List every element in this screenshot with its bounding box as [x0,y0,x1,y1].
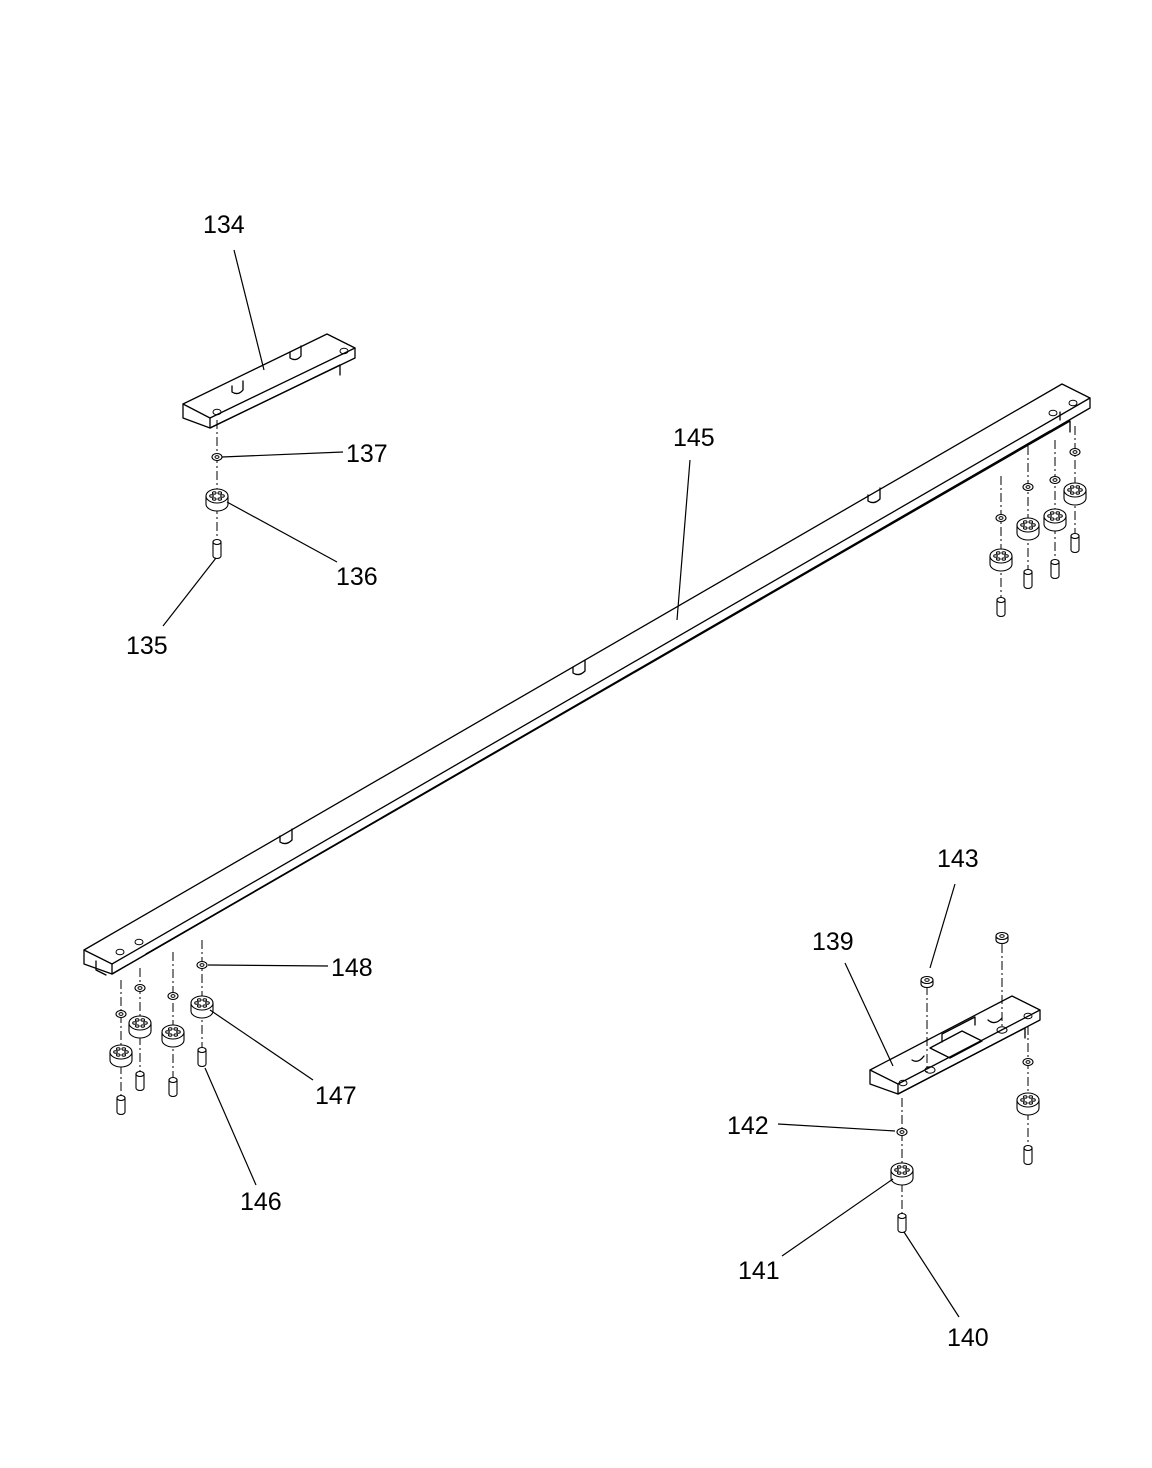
knob [989,548,1013,572]
washer [1022,482,1034,492]
callout-136: 136 [336,563,378,591]
knob [109,1044,133,1068]
knob [161,1024,185,1048]
pin [135,1070,145,1092]
callout-137: 137 [346,440,388,468]
bracket-134 [182,333,356,429]
nut [920,975,934,989]
callout-135: 135 [126,632,168,660]
pin [168,1076,178,1098]
callout-141: 141 [738,1257,780,1285]
knob [1016,517,1040,541]
callout-145: 145 [673,424,715,452]
knob [1063,482,1087,506]
callout-148: 148 [331,954,373,982]
pin [116,1094,126,1116]
washer [1049,475,1061,485]
pin [1023,1144,1033,1166]
washer [115,1009,127,1019]
washer [134,983,146,993]
callout-139: 139 [812,928,854,956]
pin [1070,532,1080,554]
washer [196,960,208,970]
pin [1050,558,1060,580]
pin [1023,568,1033,590]
callout-140: 140 [947,1324,989,1352]
washer [211,452,223,462]
callout-143: 143 [937,845,979,873]
pin [212,538,222,560]
washer [995,513,1007,523]
knob [1016,1092,1040,1116]
washer [1022,1057,1034,1067]
knob [1043,508,1067,532]
bracket-139 [869,995,1041,1095]
pin [996,596,1006,618]
assembly-axes [120,420,1076,1222]
knob [890,1162,914,1186]
fastener-hardware [109,447,1087,1234]
callout-142: 142 [727,1112,769,1140]
callout-134: 134 [203,211,245,239]
knob [128,1015,152,1039]
knob [205,488,229,512]
rail-145 [83,383,1091,976]
nut [995,931,1009,945]
washer [896,1127,908,1137]
callout-147: 147 [315,1082,357,1110]
pin [197,1046,207,1068]
leader-lines [162,249,960,1318]
washer [167,991,179,1001]
knob [190,995,214,1019]
washer [1069,447,1081,457]
pin [897,1212,907,1234]
callout-146: 146 [240,1188,282,1216]
